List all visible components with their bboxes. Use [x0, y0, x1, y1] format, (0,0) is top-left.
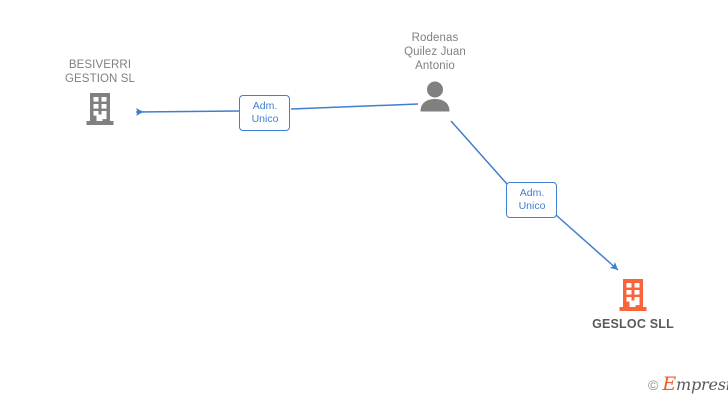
edge-line-upper-segment	[450, 120, 508, 185]
brand-wordmark: Empresia	[662, 373, 728, 395]
edge-line-left-segment	[135, 108, 240, 116]
building-icon[interactable]	[618, 278, 648, 312]
edge-line-right-segment	[290, 103, 419, 110]
brand-rest: mpresia	[676, 375, 728, 394]
edge-label-adm-unico-besiverri[interactable]: Adm. Unico	[239, 95, 290, 131]
node-label-gesloc: GESLOC SLL	[592, 317, 674, 331]
edge-person-to-gesloc	[450, 120, 619, 271]
building-icon[interactable]	[85, 92, 115, 126]
copyright-icon: ©	[648, 376, 659, 393]
edge-line-lower-segment	[555, 214, 619, 271]
node-company-gesloc[interactable]: GESLOC SLL	[570, 278, 696, 331]
edge-person-to-besiverri	[135, 103, 419, 116]
edge-label-adm-unico-gesloc[interactable]: Adm. Unico	[506, 182, 557, 218]
watermark: © Empresia	[648, 373, 728, 395]
node-label-besiverri: BESIVERRI GESTION SL	[64, 59, 136, 85]
node-company-besiverri[interactable]: BESIVERRI GESTION SL	[34, 58, 166, 126]
person-icon[interactable]	[418, 80, 452, 112]
node-person-rodenas-quilez-juan-antonio[interactable]: Rodenas Quilez Juan Antonio	[372, 31, 498, 112]
node-label-person: Rodenas Quilez Juan Antonio	[404, 32, 466, 72]
brand-initial: E	[662, 373, 676, 395]
